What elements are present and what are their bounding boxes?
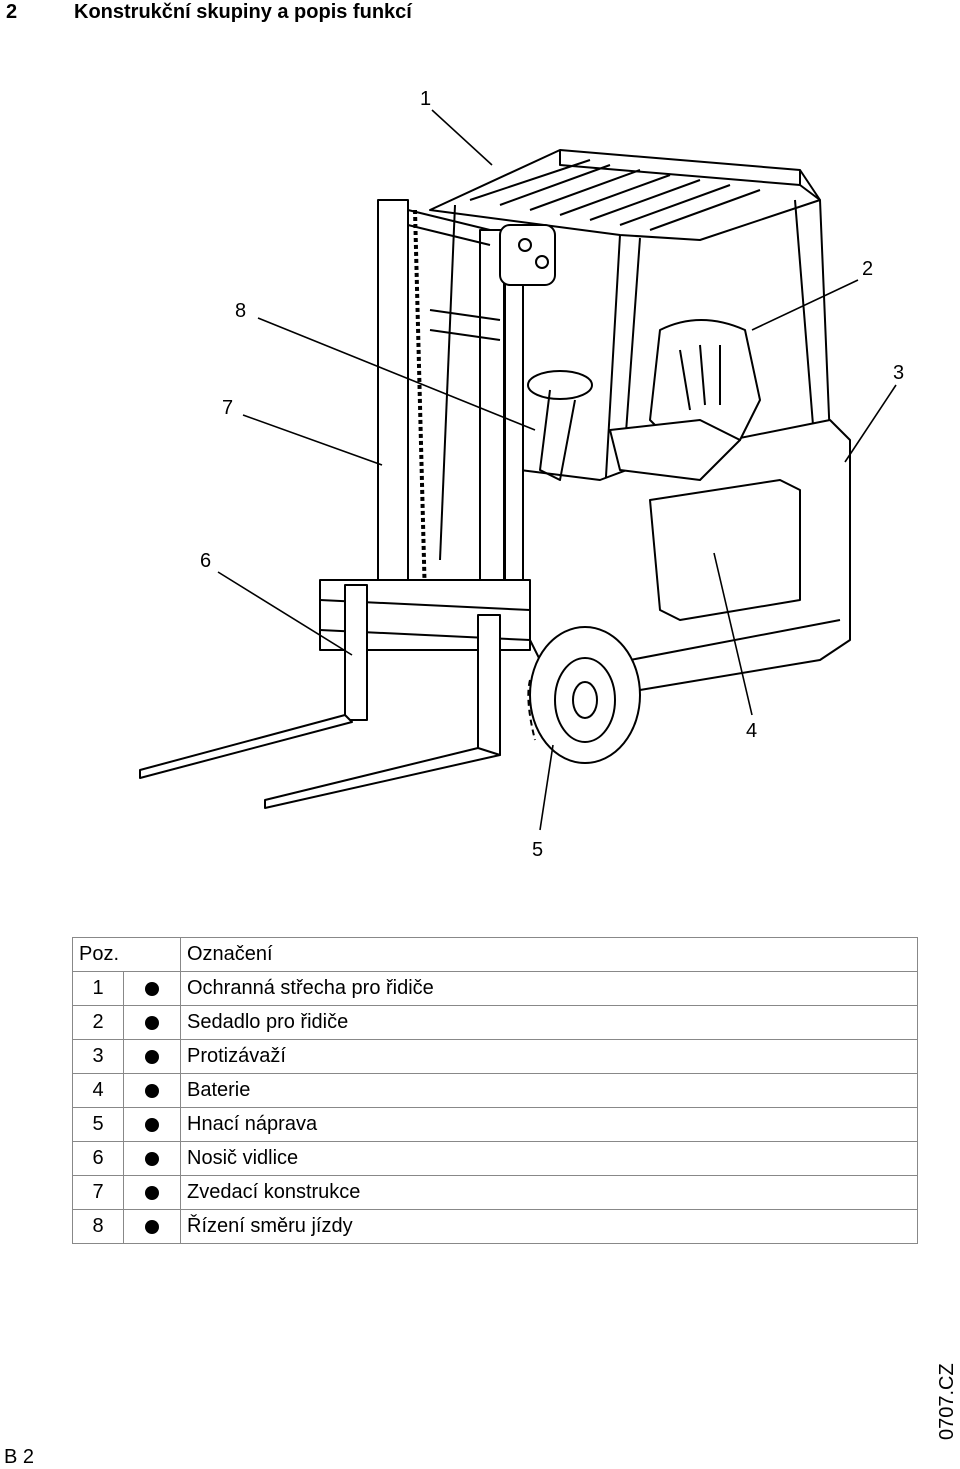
forklift-drawing <box>139 109 897 831</box>
document-code: 0707.CZ <box>936 1363 958 1440</box>
legend-row: 4 Baterie <box>72 1073 918 1108</box>
legend-row-name: Protizávaží <box>180 1039 918 1074</box>
legend-row: 3 Protizávaží <box>72 1039 918 1074</box>
legend-table: Poz. Označení 1 Ochranná střecha pro řidi… <box>72 937 918 1244</box>
legend-row-bullet <box>123 1039 181 1074</box>
legend-row-name: Řízení směru jízdy <box>180 1209 918 1244</box>
legend-header-row: Poz. Označení <box>72 937 918 972</box>
legend-row-bullet <box>123 1209 181 1244</box>
bullet-icon <box>145 1117 159 1132</box>
bullet-icon <box>145 1151 159 1166</box>
callout-7: 7 <box>222 397 234 419</box>
legend-row: 2 Sedadlo pro řidiče <box>72 1005 918 1040</box>
legend-row-bullet <box>123 1107 181 1142</box>
bullet-icon <box>145 1049 159 1064</box>
legend-header-pos: Poz. <box>72 937 181 972</box>
legend-row: 6 Nosič vidlice <box>72 1141 918 1176</box>
legend-row-pos: 3 <box>72 1039 124 1074</box>
callout-1: 1 <box>420 88 432 110</box>
legend-row-bullet <box>123 1175 181 1210</box>
bullet-icon <box>145 1015 159 1030</box>
legend-row-name: Baterie <box>180 1073 918 1108</box>
legend-row: 1 Ochranná střecha pro řidiče <box>72 971 918 1006</box>
legend-row-name: Hnací náprava <box>180 1107 918 1142</box>
legend-row-pos: 4 <box>72 1073 124 1108</box>
legend-row-bullet <box>123 1141 181 1176</box>
legend-row-name: Sedadlo pro řidiče <box>180 1005 918 1040</box>
legend-row-pos: 8 <box>72 1209 124 1244</box>
callout-8: 8 <box>235 300 247 322</box>
callout-4: 4 <box>746 720 758 742</box>
legend-row: 5 Hnací náprava <box>72 1107 918 1142</box>
forklift-illustration: 1 2 3 4 5 6 7 8 <box>0 60 960 870</box>
bullet-icon <box>145 1185 159 1200</box>
legend-row: 8 Řízení směru jízdy <box>72 1209 918 1244</box>
callout-5: 5 <box>532 839 544 861</box>
bullet-icon <box>145 1083 159 1098</box>
page-number: B 2 <box>4 1446 35 1468</box>
legend-row-bullet <box>123 1005 181 1040</box>
bullet-icon <box>145 1219 159 1234</box>
page-header: 2 Konstrukční skupiny a popis funkcí <box>6 0 412 24</box>
legend-row-pos: 1 <box>72 971 124 1006</box>
legend-row-bullet <box>123 971 181 1006</box>
chapter-number: 2 <box>6 1 18 23</box>
callout-3: 3 <box>893 362 905 384</box>
callout-2: 2 <box>862 258 874 280</box>
legend-row-name: Zvedací konstrukce <box>180 1175 918 1210</box>
legend-row-pos: 5 <box>72 1107 124 1142</box>
legend-row-pos: 6 <box>72 1141 124 1176</box>
chapter-title: Konstrukční skupiny a popis funkcí <box>74 1 412 23</box>
legend-row-name: Nosič vidlice <box>180 1141 918 1176</box>
callout-6: 6 <box>200 550 212 572</box>
legend-row-pos: 2 <box>72 1005 124 1040</box>
legend-row-bullet <box>123 1073 181 1108</box>
bullet-icon <box>145 981 159 996</box>
legend-row-pos: 7 <box>72 1175 124 1210</box>
legend-row-name: Ochranná střecha pro řidiče <box>180 971 918 1006</box>
legend-header-name: Označení <box>180 937 918 972</box>
legend-row: 7 Zvedací konstrukce <box>72 1175 918 1210</box>
